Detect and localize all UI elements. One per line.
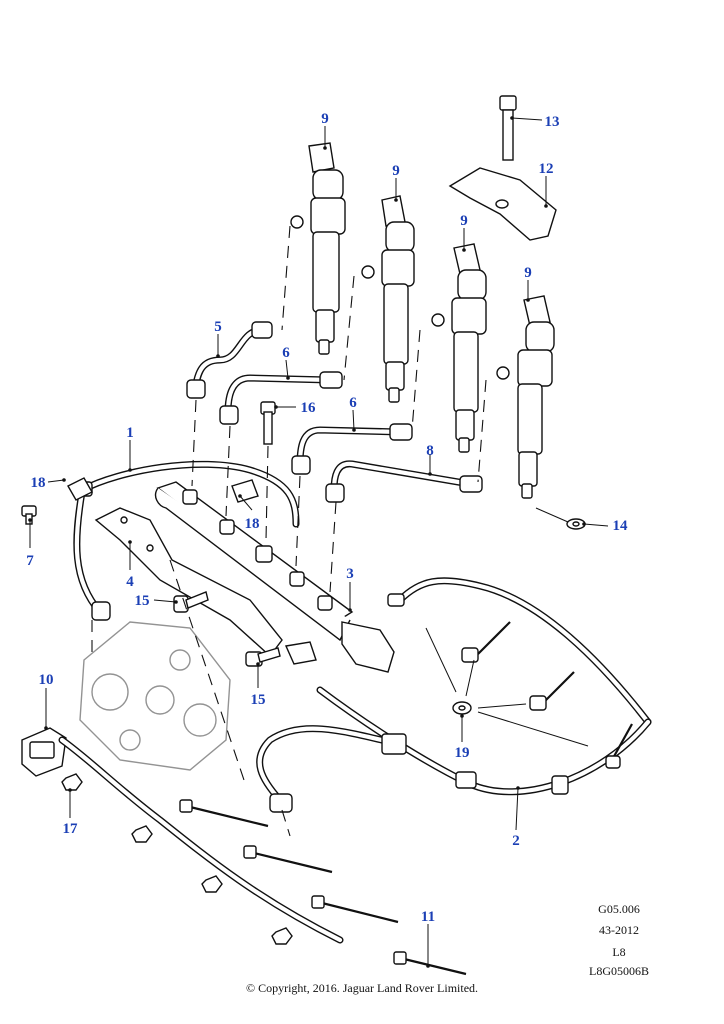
callout-7: 7 bbox=[26, 553, 34, 569]
glow-plug-harness bbox=[58, 736, 344, 944]
bolt-15b bbox=[245, 647, 281, 667]
glow-plug-module-10 bbox=[21, 727, 67, 777]
diagram-ref: G05.006 bbox=[598, 902, 640, 916]
callout-15: 15 bbox=[251, 692, 266, 708]
injector-clamp bbox=[448, 167, 557, 241]
callout-1: 1 bbox=[126, 425, 134, 441]
engine-harness-2 bbox=[256, 577, 652, 813]
injector-1 bbox=[290, 142, 346, 355]
callout-5: 5 bbox=[214, 319, 222, 335]
injector-3 bbox=[431, 243, 487, 453]
callout-2: 2 bbox=[512, 833, 520, 849]
injector-pipe-8 bbox=[325, 460, 483, 503]
callout-11: 11 bbox=[421, 909, 435, 925]
injector-pipe-6a bbox=[219, 371, 343, 425]
injector-4 bbox=[496, 295, 555, 499]
rail-bracket-4 bbox=[94, 507, 317, 665]
callout-15: 15 bbox=[135, 593, 150, 609]
callout-9: 9 bbox=[460, 213, 468, 229]
callout-16: 16 bbox=[301, 400, 317, 416]
callout-19: 19 bbox=[455, 745, 470, 761]
callout-14: 14 bbox=[613, 518, 629, 534]
injector-2 bbox=[361, 195, 415, 403]
nut-17 bbox=[61, 773, 293, 945]
callout-3: 3 bbox=[346, 566, 354, 582]
callout-9: 9 bbox=[321, 111, 329, 127]
callout-9: 9 bbox=[392, 163, 400, 179]
callout-10: 10 bbox=[39, 672, 54, 688]
clamp-bolt bbox=[499, 95, 517, 161]
callout-4: 4 bbox=[126, 574, 134, 590]
bolt-15a bbox=[173, 591, 209, 613]
callout-6: 6 bbox=[349, 395, 357, 411]
bolt-16 bbox=[260, 401, 276, 445]
callout-6: 6 bbox=[282, 345, 290, 361]
callout-18: 18 bbox=[245, 516, 260, 532]
diagram-level: L8 bbox=[612, 945, 626, 959]
callout-labels: 9 9 9 9 13 12 5 6 6 16 1 18 18 7 4 3 8 1… bbox=[26, 111, 628, 925]
fuel-rail-3 bbox=[154, 481, 395, 673]
callout-17: 17 bbox=[63, 821, 79, 837]
fuel-pump-ghost bbox=[79, 621, 231, 771]
callout-18: 18 bbox=[31, 475, 46, 491]
injector-pipe-5 bbox=[186, 321, 273, 399]
assembly-lines bbox=[91, 225, 589, 837]
callout-leaders bbox=[28, 116, 609, 968]
copyright-notice: © Copyright, 2016. Jaguar Land Rover Lim… bbox=[245, 981, 479, 995]
glow-plugs-11 bbox=[179, 799, 467, 976]
callout-8: 8 bbox=[426, 443, 434, 459]
callout-9: 9 bbox=[524, 265, 532, 281]
washer-19 bbox=[452, 701, 472, 715]
callout-13: 13 bbox=[545, 114, 560, 130]
injector-pipe-6b bbox=[291, 423, 413, 475]
callout-12: 12 bbox=[539, 161, 554, 177]
diagram-code: L8G05006B bbox=[589, 964, 649, 978]
diagram-date: 43-2012 bbox=[599, 923, 639, 937]
